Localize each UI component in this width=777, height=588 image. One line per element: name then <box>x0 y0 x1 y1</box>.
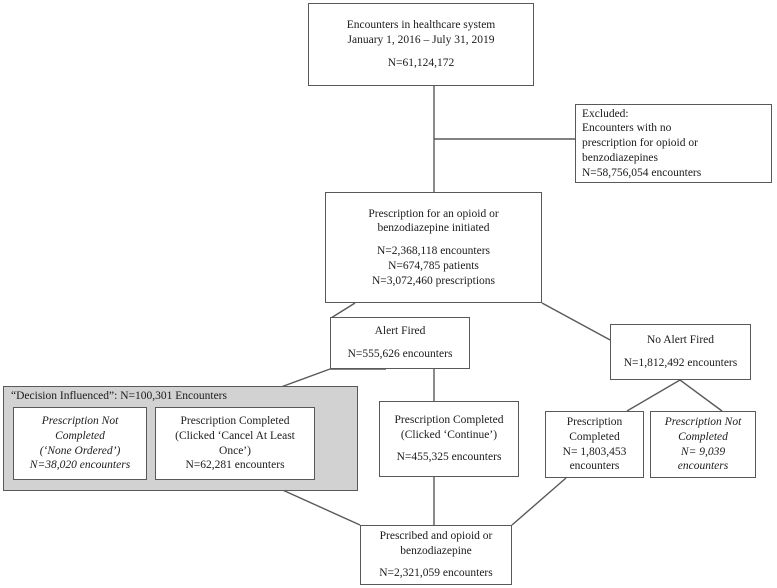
connector-alert-fired-to-decision-group <box>280 368 331 388</box>
prescription-initiated-line-4: N=2,368,118 encounters <box>376 245 491 258</box>
connector-prescription-to-alert-fired <box>330 302 356 319</box>
no-alert-fired-box: No Alert Fired N=1,812,492 encounters <box>610 324 751 380</box>
excluded-line-4: benzodiazepines <box>582 151 658 164</box>
not-completed-no-alert-line-1: Prescription Not <box>664 416 742 429</box>
none-ordered-box: Prescription Not Completed (‘None Ordere… <box>13 407 147 480</box>
prescribed-final-line-4: N=2,321,059 encounters <box>379 567 493 580</box>
cancel-once-line-1: Prescription Completed <box>180 415 290 428</box>
alert-fired-box: Alert Fired N=555,626 encounters <box>330 317 470 369</box>
completed-no-alert-line-3: N= 1,803,453 <box>562 445 627 458</box>
encounters-line-4: N=61,124,172 <box>387 56 455 69</box>
cancel-once-line-2: (Clicked ‘Cancel At Least <box>175 429 295 442</box>
prescribed-final-line-1: Prescribed and opioid or <box>379 529 493 542</box>
no-alert-fired-line-1: No Alert Fired <box>646 334 715 347</box>
none-ordered-line-4: N=38,020 encounters <box>29 459 131 472</box>
not-completed-no-alert-line-2: Completed <box>678 430 728 443</box>
connector-prescription-to-no-alert-fired <box>541 302 613 342</box>
clicked-continue-line-4: N=455,325 encounters <box>396 451 502 464</box>
excluded-line-3: prescription for opioid or <box>582 137 698 150</box>
not-completed-no-alert-box: Prescription Not Completed N= 9,039 enco… <box>650 411 756 478</box>
prescribed-final-box: Prescribed and opioid or benzodiazepine … <box>360 525 512 585</box>
clicked-continue-line-2: (Clicked ‘Continue’) <box>400 428 498 441</box>
completed-no-alert-box: Prescription Completed N= 1,803,453 enco… <box>545 411 644 478</box>
encounters-total-box: Encounters in healthcare system January … <box>308 3 534 86</box>
clicked-continue-box: Prescription Completed (Clicked ‘Continu… <box>379 401 519 477</box>
no-alert-fired-line-3: N=1,812,492 encounters <box>623 357 738 369</box>
prescription-initiated-line-1: Prescription for an opioid or <box>368 207 499 220</box>
excluded-line-2: Encounters with no <box>582 122 672 135</box>
alert-fired-line-3: N=555,626 encounters <box>347 348 453 360</box>
decision-influenced-title: “Decision Influenced”: N=100,301 Encount… <box>11 390 227 402</box>
not-completed-no-alert-line-3: N= 9,039 <box>680 445 726 458</box>
encounters-line-2: January 1, 2016 – July 31, 2019 <box>347 34 495 47</box>
connector-no-alert-to-completed <box>626 379 681 412</box>
prescribed-final-line-2: benzodiazepine <box>400 544 472 557</box>
excluded-box: Excluded: Encounters with no prescriptio… <box>575 104 772 183</box>
alert-fired-line-1: Alert Fired <box>374 325 426 338</box>
prescription-initiated-line-6: N=3,072,460 prescriptions <box>371 274 496 287</box>
completed-no-alert-line-1: Prescription <box>566 416 623 429</box>
prescription-initiated-line-2: benzodiazepine initiated <box>377 222 490 235</box>
excluded-line-1: Excluded: <box>582 107 629 120</box>
connector-no-alert-to-not-completed <box>679 379 723 412</box>
none-ordered-line-3: (‘None Ordered’) <box>39 444 121 457</box>
not-completed-no-alert-line-4: encounters <box>677 460 729 473</box>
prescription-initiated-line-5: N=674,785 patients <box>388 259 479 272</box>
completed-no-alert-line-2: Completed <box>569 430 620 443</box>
encounters-line-1: Encounters in healthcare system <box>346 19 496 32</box>
cancel-once-line-3: Once’) <box>219 444 251 457</box>
cancel-at-least-once-box: Prescription Completed (Clicked ‘Cancel … <box>155 407 315 480</box>
none-ordered-line-1: Prescription Not <box>41 415 119 428</box>
cancel-once-line-4: N=62,281 encounters <box>185 459 285 472</box>
clicked-continue-line-1: Prescription Completed <box>394 413 504 426</box>
completed-no-alert-line-4: encounters <box>569 460 620 473</box>
prescription-initiated-box: Prescription for an opioid or benzodiaze… <box>325 192 542 303</box>
connector-completed-no-alert-to-final <box>511 477 567 526</box>
none-ordered-line-2: Completed <box>55 429 105 442</box>
excluded-line-5: N=58,756,054 encounters <box>582 166 702 179</box>
